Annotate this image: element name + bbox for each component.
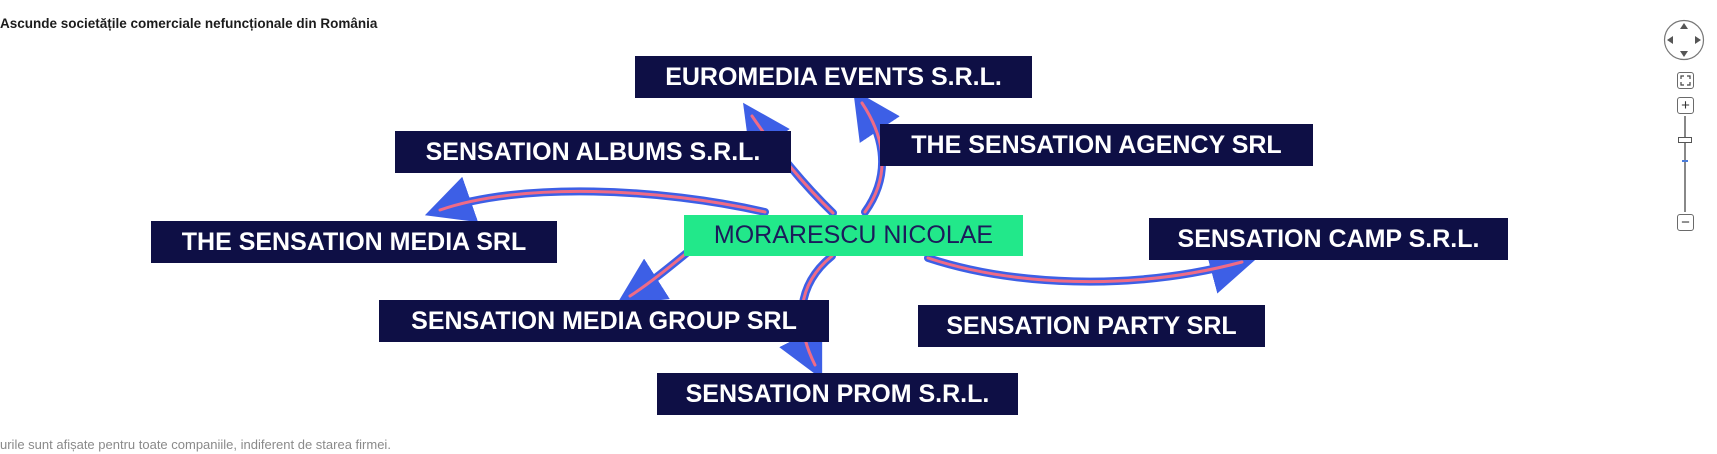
pan-up-icon bbox=[1680, 23, 1688, 29]
company-node[interactable]: SENSATION ALBUMS S.R.L. bbox=[395, 131, 791, 173]
pan-control[interactable] bbox=[1663, 19, 1705, 61]
pan-left-icon bbox=[1667, 36, 1673, 44]
hide-inactive-companies-label[interactable]: Ascunde societățile comerciale nefuncțio… bbox=[0, 16, 378, 31]
zoom-in-button[interactable]: + bbox=[1677, 97, 1694, 114]
zoom-slider-marker bbox=[1682, 160, 1688, 162]
zoom-out-button[interactable]: − bbox=[1677, 214, 1694, 231]
company-node[interactable]: THE SENSATION MEDIA SRL bbox=[151, 221, 557, 263]
zoom-slider-handle[interactable] bbox=[1678, 137, 1692, 143]
fullscreen-icon bbox=[1680, 75, 1691, 86]
person-node[interactable]: MORARESCU NICOLAE bbox=[684, 215, 1023, 256]
footnote-text: urile sunt afișate pentru toate companii… bbox=[0, 437, 391, 452]
company-node[interactable]: SENSATION PROM S.R.L. bbox=[657, 373, 1018, 415]
pan-right-icon bbox=[1695, 36, 1701, 44]
company-node[interactable]: THE SENSATION AGENCY SRL bbox=[880, 124, 1313, 166]
company-node[interactable]: SENSATION PARTY SRL bbox=[918, 305, 1265, 347]
zoom-slider-track[interactable] bbox=[1684, 116, 1686, 212]
company-node[interactable]: SENSATION CAMP S.R.L. bbox=[1149, 218, 1508, 260]
fullscreen-button[interactable] bbox=[1677, 72, 1694, 89]
company-node[interactable]: SENSATION MEDIA GROUP SRL bbox=[379, 300, 829, 342]
company-node[interactable]: EUROMEDIA EVENTS S.R.L. bbox=[635, 56, 1032, 98]
pan-down-icon bbox=[1680, 51, 1688, 57]
